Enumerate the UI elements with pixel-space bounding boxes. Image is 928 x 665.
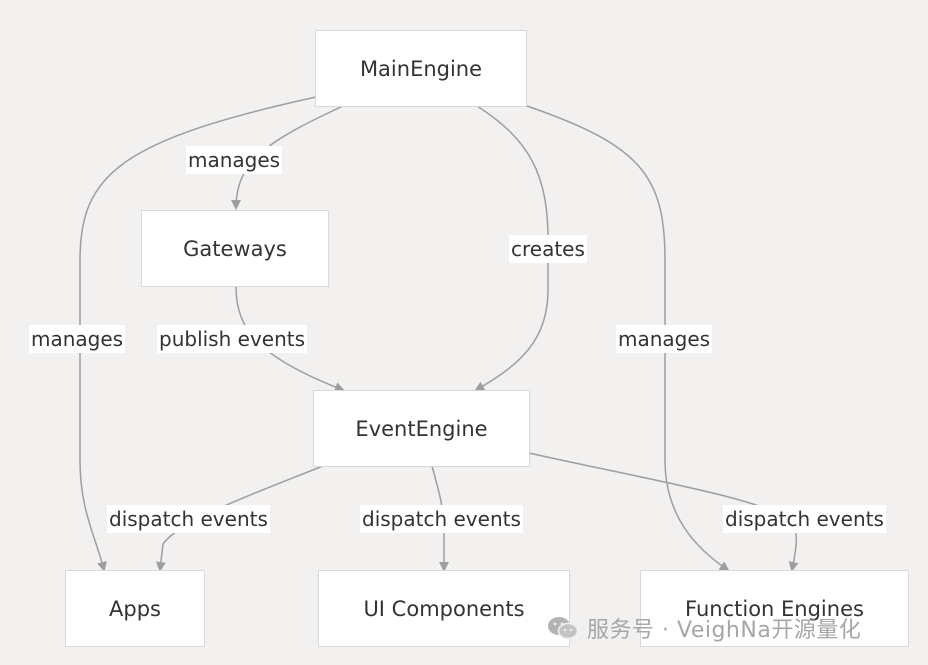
edge-main-to-functions [526,105,730,572]
edge-label-event-apps: dispatch events [107,505,270,533]
edge-label-main-functions: manages [616,325,713,353]
node-function-engines: Function Engines [640,570,909,647]
edge-label-event-functions: dispatch events [723,505,886,533]
node-main-engine: MainEngine [315,30,527,107]
node-gateways: Gateways [141,210,329,287]
edge-label-gateways-event: publish events [157,325,308,353]
node-apps: Apps [65,570,205,647]
edge-label-main-apps: manages [29,325,126,353]
edge-label-event-ui: dispatch events [360,505,523,533]
edge-label-main-event: creates [509,235,587,263]
node-ui-components: UI Components [318,570,570,647]
edge-label-main-gateways: manages [186,146,283,174]
node-event-engine: EventEngine [313,390,530,467]
wechat-icon [548,617,579,640]
watermark: 服务号 · VeighNa开源量化 [547,612,861,644]
watermark-text: 服务号 · VeighNa开源量化 [587,618,862,643]
edge-main-to-apps [79,96,317,572]
